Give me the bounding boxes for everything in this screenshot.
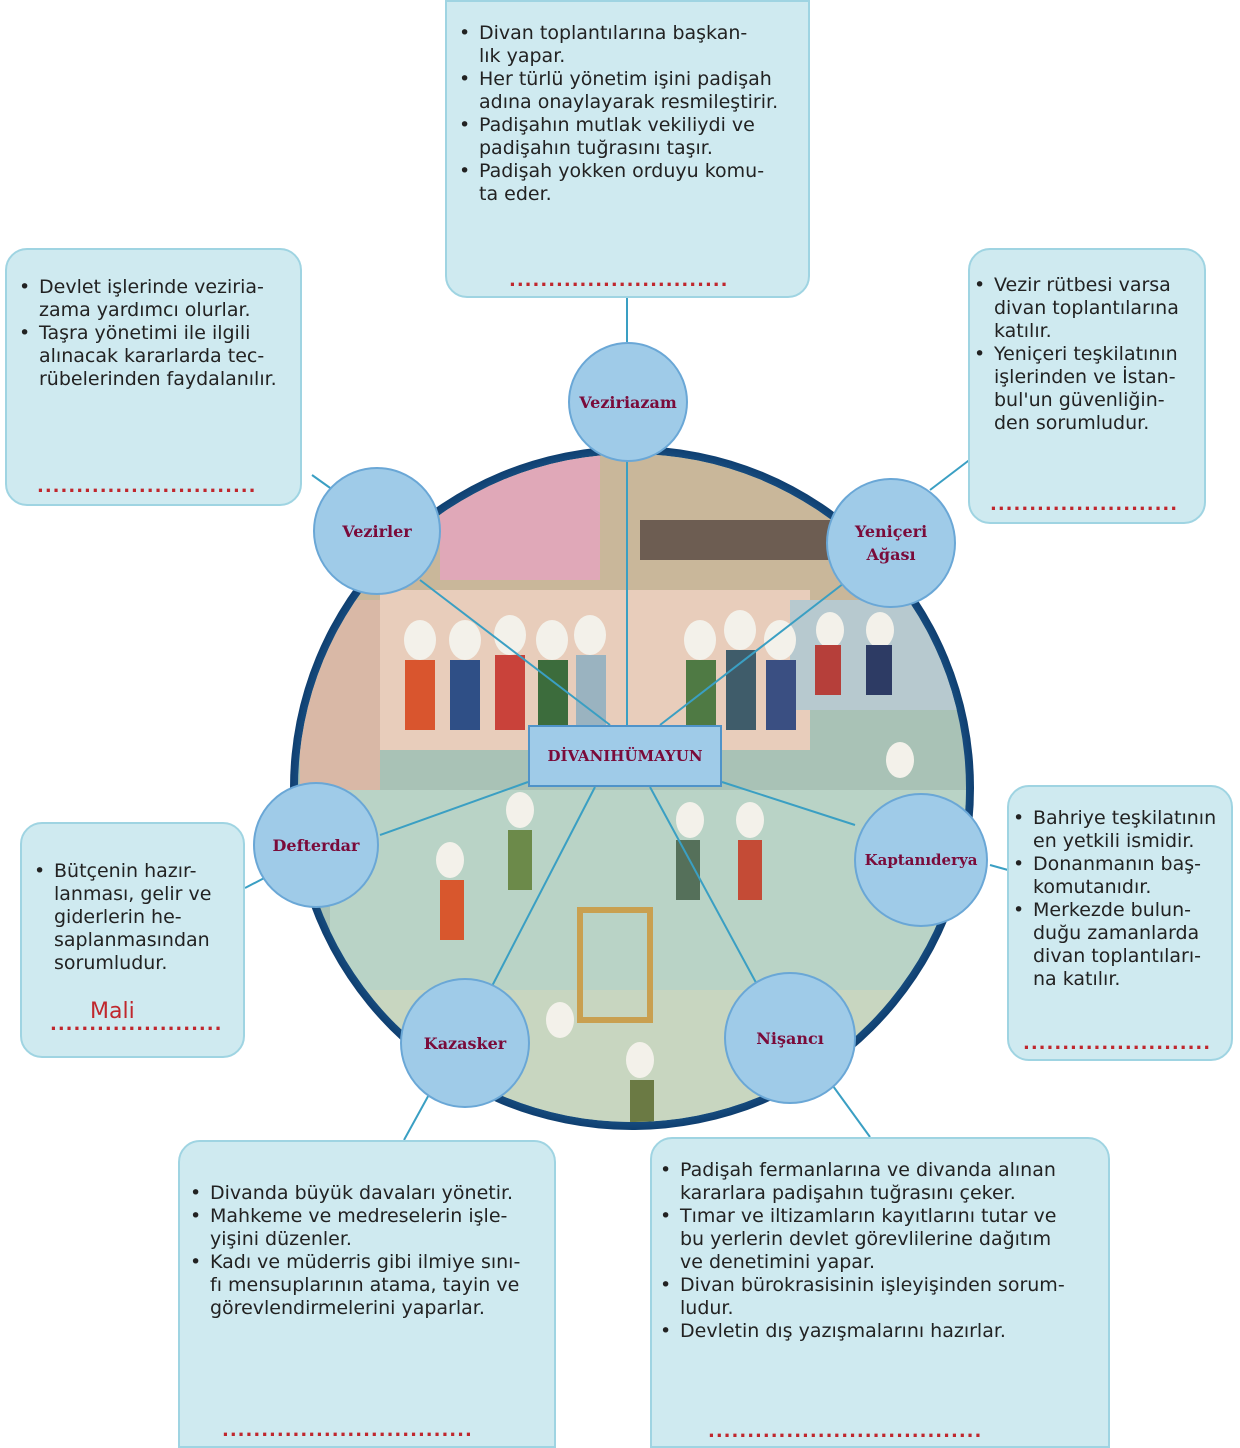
- defterdar-duty-list: Bütçenin hazır- lanması, gelir ve giderl…: [30, 860, 240, 975]
- list-item: Tımar ve iltizamların kayıtlarını tutar …: [656, 1205, 1106, 1274]
- list-item: Padişah yokken orduyu komu- ta eder.: [455, 160, 800, 206]
- answer-blank[interactable]: ........................: [990, 494, 1179, 515]
- list-item: Kadı ve müderris gibi ilmiye sını- fı me…: [186, 1251, 551, 1320]
- list-item: Taşra yönetimi ile ilgili alınacak karar…: [15, 322, 295, 391]
- node-nisanci: Nişancı: [724, 972, 856, 1104]
- nisanci-duties-box: Padişah fermanlarına ve divanda alınan k…: [650, 1137, 1110, 1448]
- answer-blank[interactable]: ............................: [37, 476, 257, 497]
- list-item: Her türlü yönetim işini padişah adına on…: [455, 68, 800, 114]
- veziriazam-duty-list: Divan toplantılarına başkan- lık yapar. …: [455, 22, 800, 206]
- list-item: Mahkeme ve medreselerin işle- yişini düz…: [186, 1205, 551, 1251]
- kaptanideryu-duty-list: Bahriye teşkilatının en yetkili ismidir.…: [1009, 807, 1231, 991]
- answer-blank[interactable]: ............................: [509, 270, 729, 291]
- kazasker-duty-list: Divanda büyük davaları yönetir. Mahkeme …: [186, 1182, 551, 1320]
- list-item: Bütçenin hazır- lanması, gelir ve giderl…: [30, 860, 240, 975]
- list-item: Devletin dış yazışmalarını hazırlar.: [656, 1320, 1106, 1343]
- list-item: Padişah fermanlarına ve divanda alınan k…: [656, 1159, 1106, 1205]
- node-kaptanideryu: Kaptanıderya: [854, 793, 988, 927]
- center-divanihumayun: DİVANIHÜMAYUN: [528, 725, 722, 787]
- answer-blank[interactable]: ........................: [1023, 1033, 1212, 1054]
- veziriazam-duties-box: Divan toplantılarına başkan- lık yapar. …: [445, 0, 810, 298]
- nisanci-duty-list: Padişah fermanlarına ve divanda alınan k…: [656, 1159, 1106, 1343]
- vezirler-duties-box: Devlet işlerinde veziria- zama yardımcı …: [5, 248, 302, 506]
- list-item: Divanda büyük davaları yönetir.: [186, 1182, 551, 1205]
- list-item: Donanmanın baş- komutanıdır.: [1009, 853, 1231, 899]
- node-label-line1: Yeniçeri: [854, 522, 928, 541]
- node-kazasker: Kazasker: [400, 978, 530, 1108]
- list-item: Bahriye teşkilatının en yetkili ismidir.: [1009, 807, 1231, 853]
- list-item: Divan bürokrasisinin işleyişinden sorum-…: [656, 1274, 1106, 1320]
- node-veziriazam: Veziriazam: [568, 342, 688, 462]
- list-item: Devlet işlerinde veziria- zama yardımcı …: [15, 276, 295, 322]
- list-item: Vezir rütbesi varsa divan toplantılarına…: [970, 274, 1200, 343]
- node-vezirler: Vezirler: [313, 467, 441, 595]
- vezirler-duty-list: Devlet işlerinde veziria- zama yardımcı …: [15, 276, 295, 391]
- answer-blank[interactable]: ......................: [50, 1014, 223, 1035]
- node-defterdar: Defterdar: [253, 782, 379, 908]
- answer-blank[interactable]: ................................: [222, 1420, 473, 1441]
- list-item: Merkezde bulun- duğu zamanlarda divan to…: [1009, 899, 1231, 991]
- yeniceri-duty-list: Vezir rütbesi varsa divan toplantılarına…: [970, 274, 1200, 435]
- defterdar-duties-box: Bütçenin hazır- lanması, gelir ve giderl…: [20, 822, 245, 1058]
- node-yeniceri-agasi: Yeniçeri Ağası: [826, 478, 956, 608]
- node-label-line2: Ağası: [866, 545, 916, 564]
- kaptanideryu-duties-box: Bahriye teşkilatının en yetkili ismidir.…: [1007, 785, 1233, 1061]
- list-item: Padişahın mutlak vekiliydi ve padişahın …: [455, 114, 800, 160]
- answer-blank[interactable]: ...................................: [708, 1421, 983, 1442]
- answer-text: Mali: [90, 999, 135, 1024]
- yeniceri-duties-box: Vezir rütbesi varsa divan toplantılarına…: [968, 248, 1206, 524]
- list-item: Divan toplantılarına başkan- lık yapar.: [455, 22, 800, 68]
- list-item: Yeniçeri teşkilatının işlerinden ve İsta…: [970, 343, 1200, 435]
- kazasker-duties-box: Divanda büyük davaları yönetir. Mahkeme …: [178, 1140, 556, 1448]
